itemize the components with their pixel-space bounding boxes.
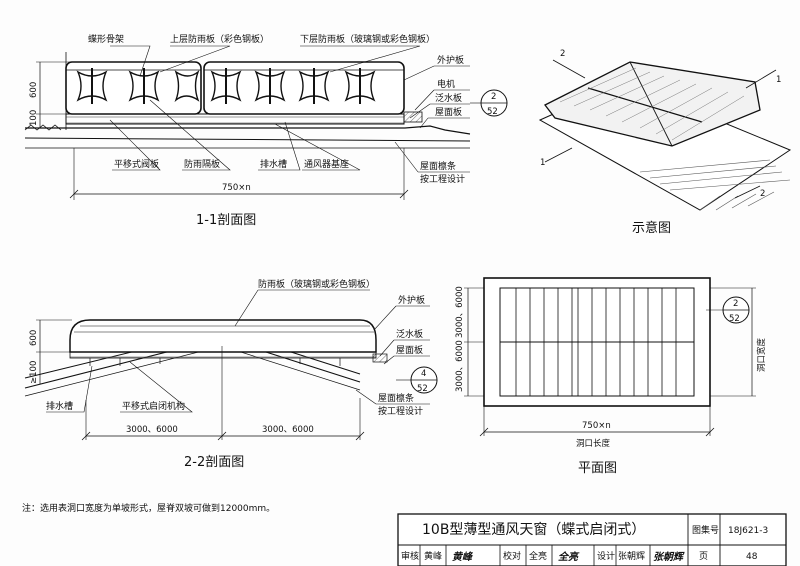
- drawing-note: 注：选用表洞口宽度为单坡形式，屋脊双坡可做到12000mm。: [22, 502, 275, 514]
- label-outer-guard: 外护板: [437, 54, 464, 66]
- label-motor: 电机: [437, 78, 455, 90]
- checker-signature: 全亮: [558, 551, 580, 563]
- label-base: 通风器基座: [304, 158, 349, 170]
- cut-2-bottom: 2: [760, 189, 765, 199]
- designer-name: 张朝辉: [618, 551, 645, 562]
- label-roof-panel-2: 屋面板: [396, 344, 423, 356]
- label-butterfly-frame: 蝶形骨架: [88, 33, 124, 45]
- caption-plan: 平面图: [578, 461, 617, 476]
- label-purlin-2: 屋面檩条: [378, 392, 414, 404]
- plan-depth-label: 洞口宽度: [756, 337, 767, 372]
- label-roof-panel: 屋面板: [435, 106, 462, 118]
- schematic-view: 2 1 1 2 示意图: [538, 49, 792, 236]
- label-outer-guard-2: 外护板: [398, 294, 425, 306]
- atlas-number: 18J621-3: [728, 526, 768, 536]
- check-label: 校对: [503, 550, 521, 562]
- dim-right: 3000、6000: [262, 425, 314, 435]
- ref-top-2: 4: [421, 369, 426, 379]
- label-lower-panel: 下层防雨板（玻璃钢或彩色钢板）: [300, 33, 435, 45]
- label-rain-divider: 防雨隔板: [184, 158, 220, 170]
- checker-name: 全亮: [529, 550, 547, 562]
- plan-ref-bottom: 52: [729, 314, 740, 324]
- page-label: 页: [699, 551, 708, 562]
- caption-schematic: 示意图: [632, 220, 671, 236]
- dim-height: 600: [29, 82, 39, 98]
- reviewer-name: 黄峰: [424, 550, 442, 562]
- dim-left: 3000、6000: [126, 425, 178, 435]
- atlas-label: 图集号: [692, 524, 719, 536]
- section-1-1: 蝶形骨架 上层防雨板（彩色钢板） 下层防雨板（玻璃钢或彩色钢板） 外护板 电机 …: [24, 33, 508, 228]
- plan-width-label: 洞口长度: [576, 438, 611, 449]
- ref-bottom-2: 52: [417, 384, 428, 394]
- caption-section-1-1: 1-1剖面图: [196, 213, 256, 228]
- sheet-title: 10B型薄型通风天窗（蝶式启闭式）: [422, 521, 645, 538]
- label-flashing-2: 泛水板: [396, 328, 423, 340]
- label-purlin: 屋面檩条: [420, 160, 456, 172]
- dim-height-2: 600: [29, 330, 39, 346]
- ref-bottom: 52: [487, 107, 498, 117]
- dim-width: 750×n: [222, 183, 251, 193]
- section-2-2: 防雨板（玻璃钢或彩色钢板） 外护板 泛水板 屋面板 排水槽 平移式启闭机构 屋面…: [24, 278, 438, 470]
- label-sliding-valve: 平移式阀板: [114, 158, 159, 170]
- label-purlin-design-2: 按工程设计: [378, 405, 423, 417]
- dim-curb-2: ≥100: [29, 361, 39, 384]
- cut-1-bottom: 1: [540, 158, 545, 168]
- label-panel: 防雨板（玻璃钢或彩色钢板）: [258, 278, 375, 290]
- caption-section-2-2: 2-2剖面图: [184, 455, 244, 470]
- design-label: 设计: [597, 550, 615, 562]
- label-purlin-design: 按工程设计: [420, 173, 465, 185]
- plan-dim-top: 3000、6000: [455, 286, 465, 338]
- cut-2-top: 2: [560, 49, 565, 59]
- designer-signature: 张朝辉: [653, 551, 685, 563]
- label-flashing: 泛水板: [435, 92, 462, 104]
- plan-dim-bottom: 3000、6000: [455, 340, 465, 392]
- label-drain: 排水槽: [260, 158, 287, 170]
- plan-ref-top: 2: [733, 299, 738, 309]
- title-block: 10B型薄型通风天窗（蝶式启闭式） 图集号 18J621-3 审核 黄峰 黄峰 …: [397, 513, 787, 566]
- label-mechanism: 平移式启闭机构: [122, 400, 185, 412]
- dim-curb: 100: [29, 110, 39, 126]
- reviewer-signature: 黄峰: [452, 551, 474, 563]
- plan-width-dim: 750×n: [582, 421, 611, 431]
- cut-1-right: 1: [776, 75, 781, 85]
- plan-view: 3000、6000 3000、6000 洞口宽度 750×n 洞口长度 2 52…: [455, 277, 767, 476]
- label-drain-2: 排水槽: [46, 400, 73, 412]
- label-upper-panel: 上层防雨板（彩色钢板）: [170, 33, 269, 45]
- page-number: 48: [746, 552, 758, 562]
- review-label: 审核: [401, 550, 419, 562]
- ref-top: 2: [491, 92, 496, 102]
